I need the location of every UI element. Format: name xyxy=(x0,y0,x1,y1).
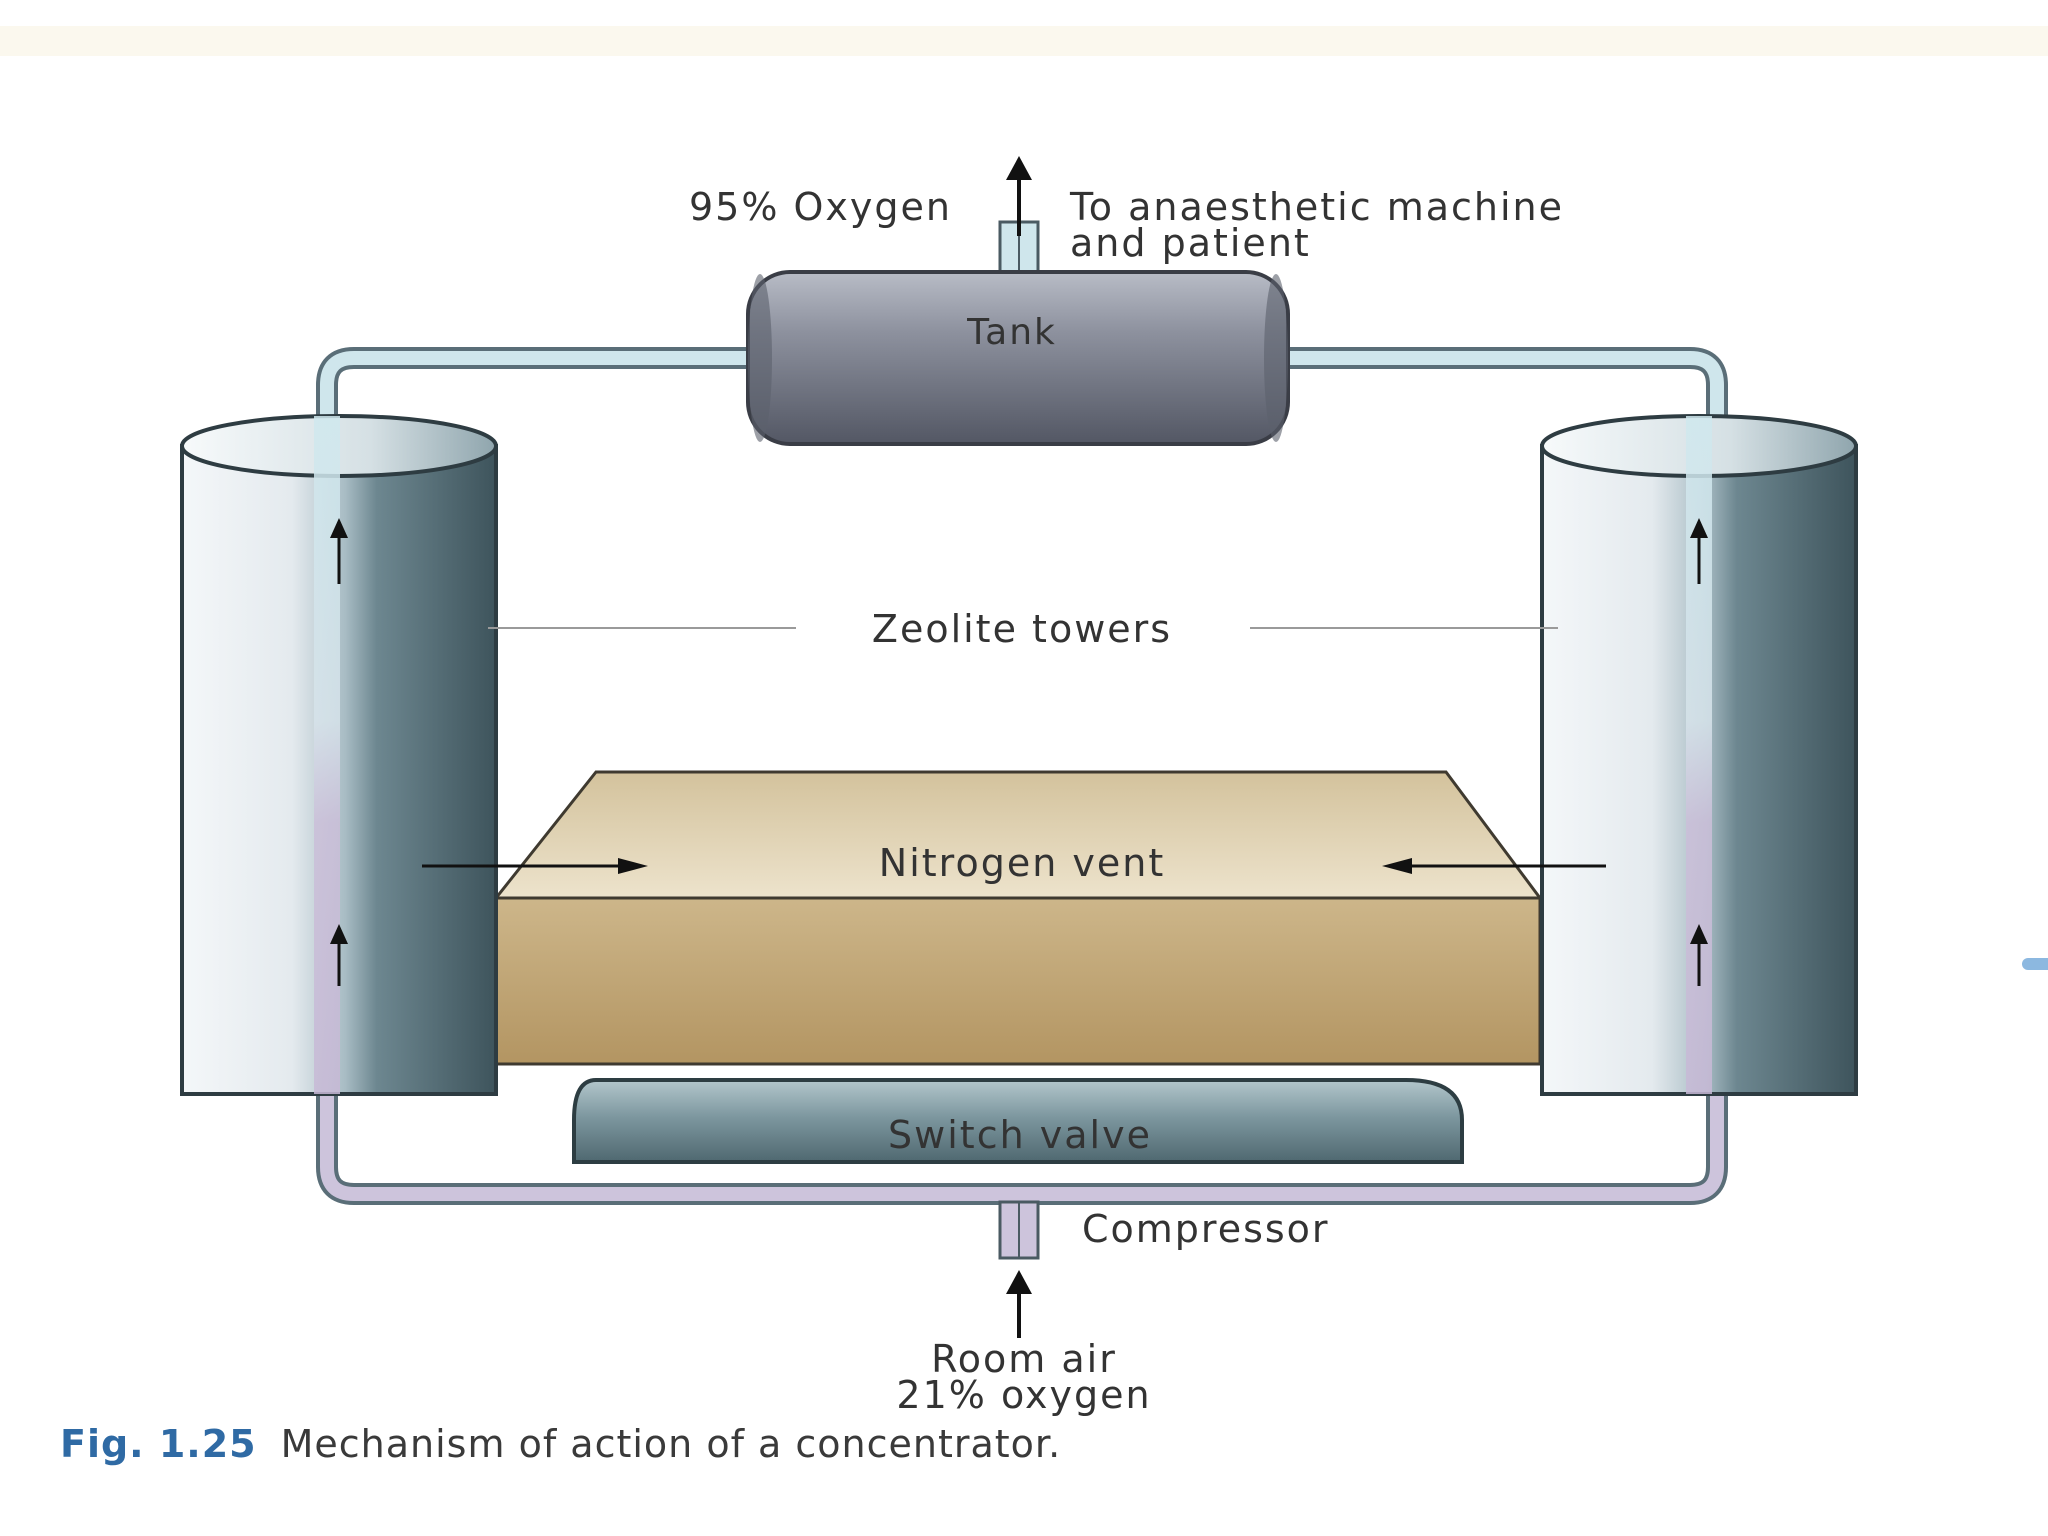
arrow-output-up xyxy=(1006,156,1032,236)
edge-mark xyxy=(2022,958,2048,970)
input-label-line1: Room air xyxy=(931,1337,1117,1381)
arrow-vent-right xyxy=(1382,858,1606,874)
figure-caption-text: Mechanism of action of a concentrator. xyxy=(280,1422,1062,1466)
top-band xyxy=(0,26,2048,56)
arrow-right-tower-upper xyxy=(1690,518,1708,584)
valve-label: Switch valve xyxy=(888,1113,1152,1157)
arrow-input-up xyxy=(1006,1270,1032,1338)
output-label: 95% Oxygen xyxy=(689,185,952,229)
tank xyxy=(746,270,1290,446)
tank-label: Tank xyxy=(966,312,1057,353)
figure-number: Fig. 1.25 xyxy=(60,1422,257,1466)
compressor-label: Compressor xyxy=(1082,1207,1330,1251)
destination-label-line2: and patient xyxy=(1070,221,1311,265)
figure-caption: Fig. 1.25 Mechanism of action of a concen… xyxy=(60,1422,1061,1466)
arrow-right-tower-lower xyxy=(1690,924,1708,986)
arrow-vent-left xyxy=(422,858,648,874)
towers-label: Zeolite towers xyxy=(872,607,1172,651)
arrow-left-tower-lower xyxy=(330,924,348,986)
input-label-line2: 21% oxygen xyxy=(896,1373,1151,1417)
nitrogen-vent-box xyxy=(492,770,1543,1066)
switch-valve xyxy=(572,1078,1464,1164)
zeolite-tower-right xyxy=(1540,414,1858,1096)
arrow-left-tower-upper xyxy=(330,518,348,584)
vent-label: Nitrogen vent xyxy=(879,841,1165,885)
destination-label-line1: To anaesthetic machine xyxy=(1069,185,1564,229)
zeolite-tower-left xyxy=(180,414,498,1096)
